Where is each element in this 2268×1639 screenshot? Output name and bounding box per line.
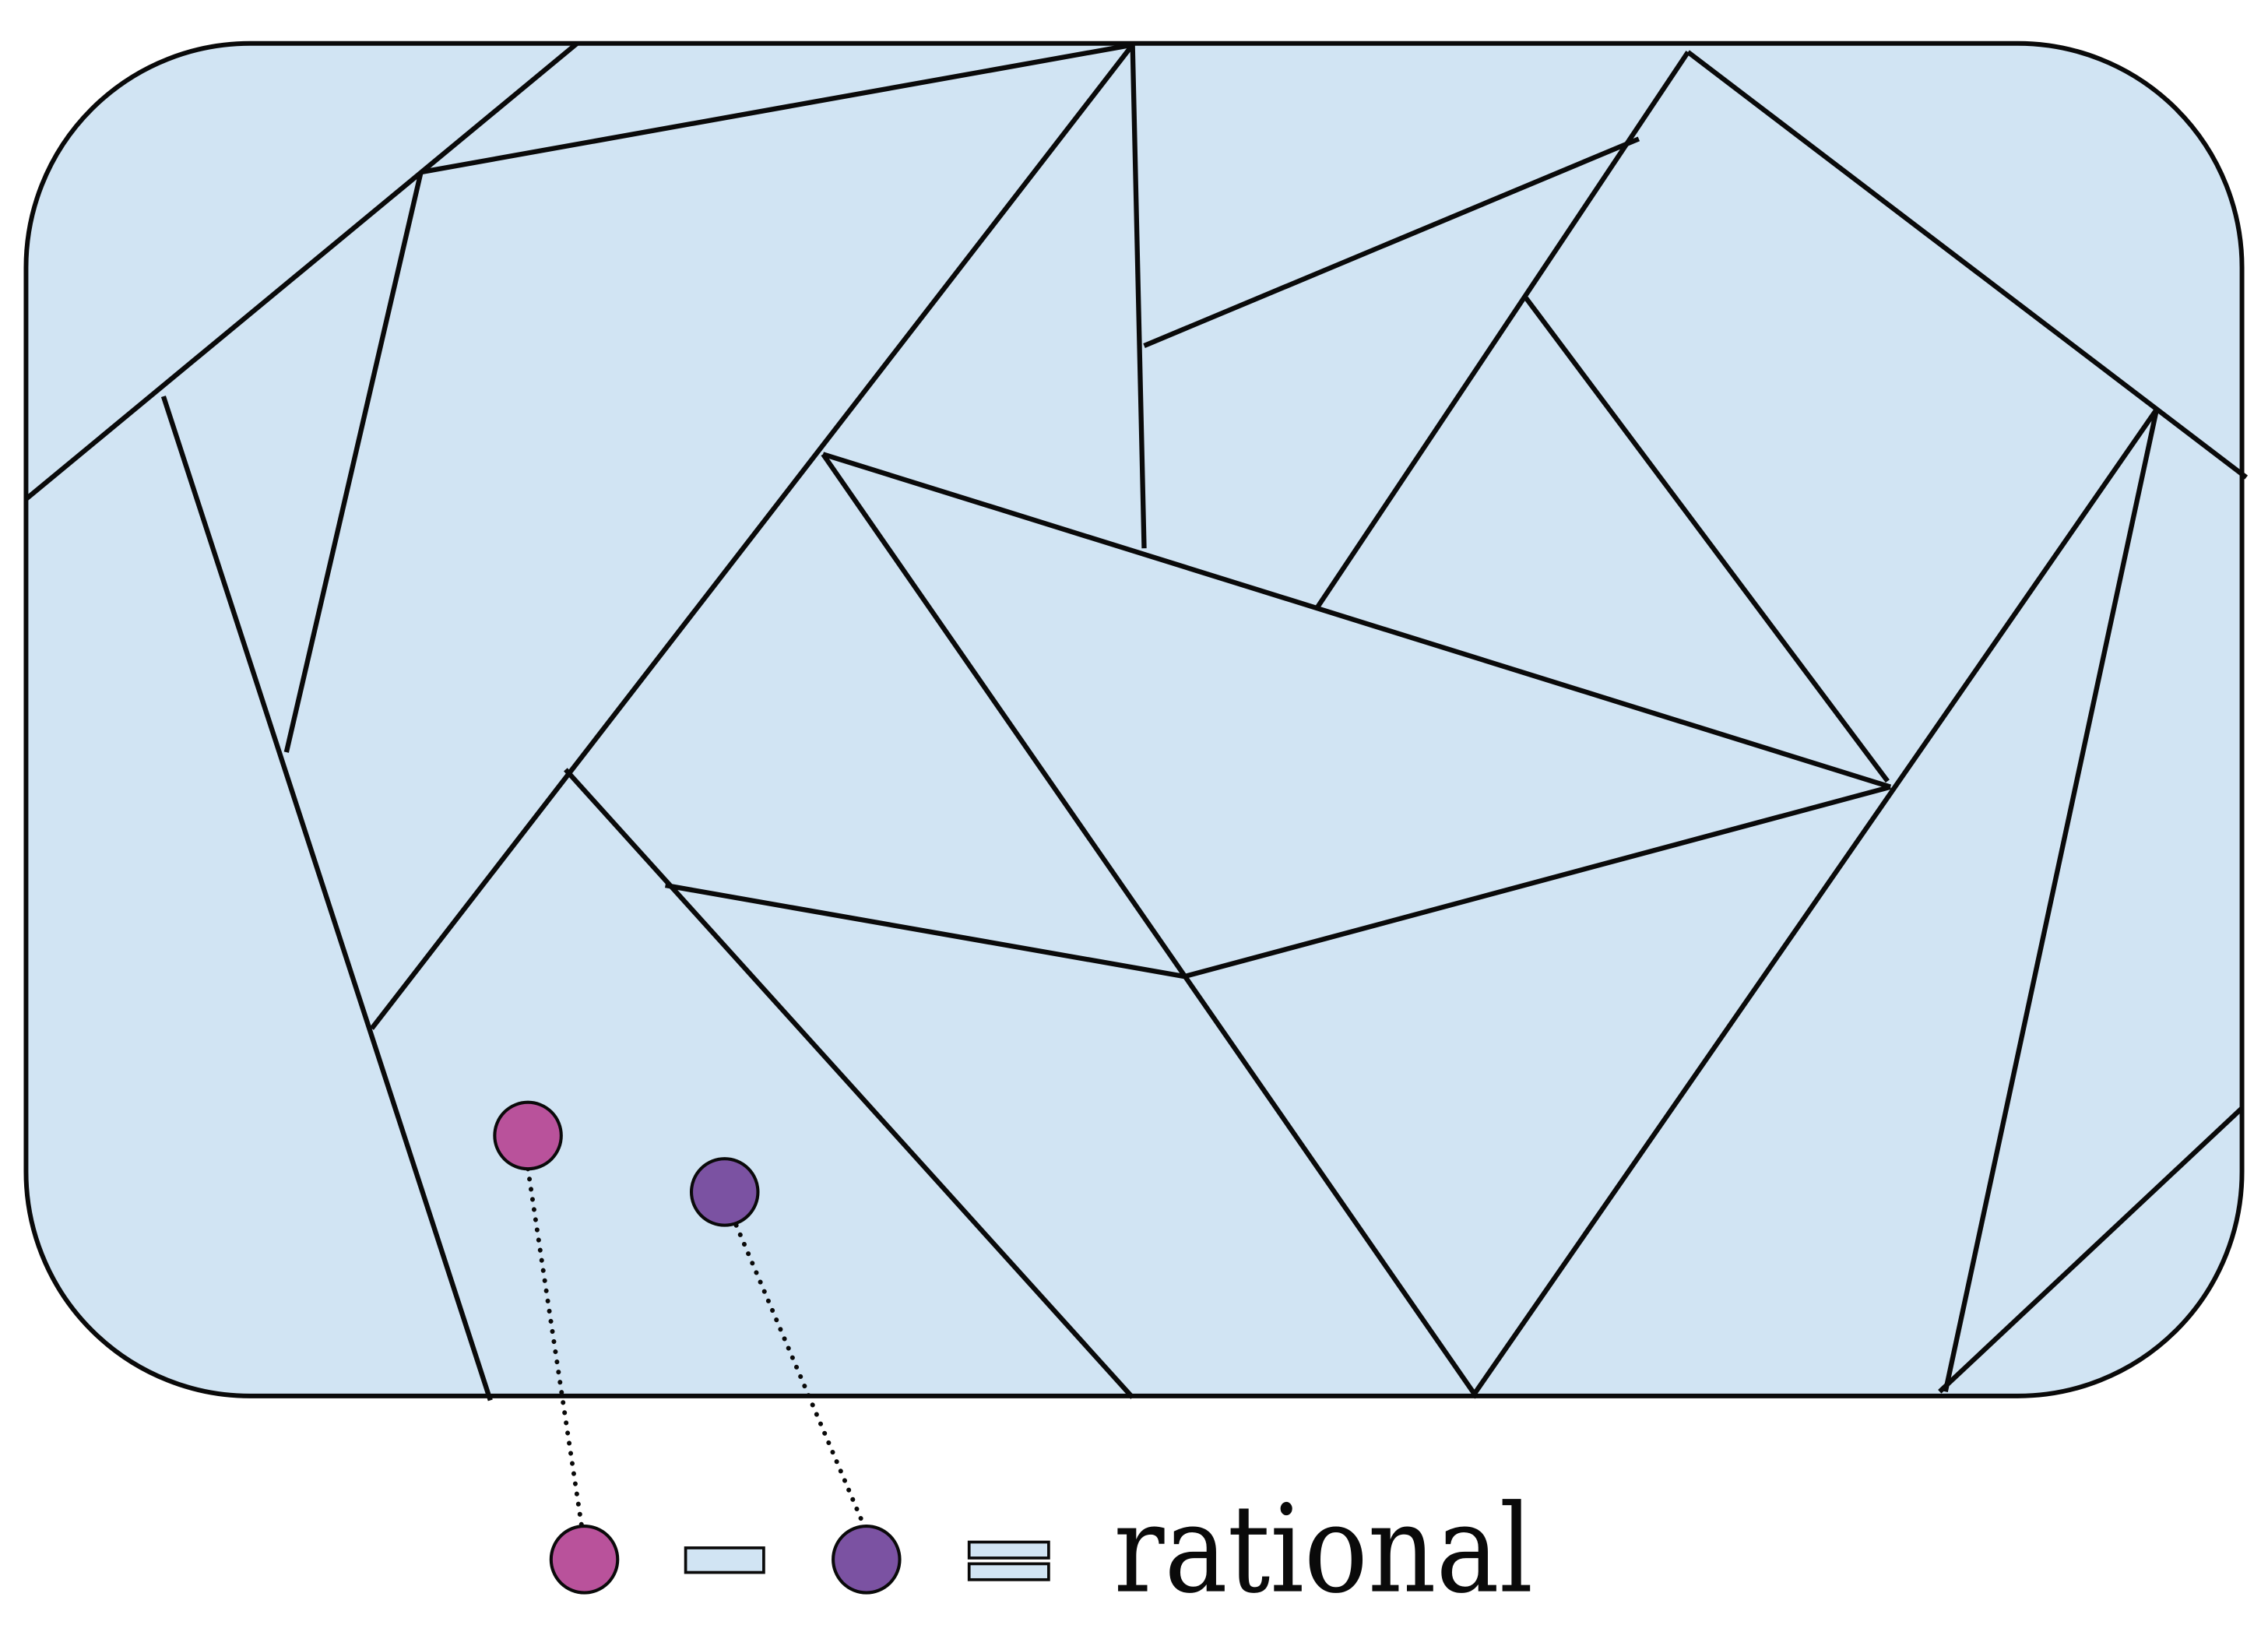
line-segment bbox=[1943, 409, 2160, 1392]
line-segment bbox=[1313, 51, 1690, 610]
line-segment bbox=[665, 882, 1186, 980]
dotted-connector bbox=[526, 1166, 584, 1528]
line-segment bbox=[420, 42, 1134, 175]
line-segment bbox=[24, 41, 579, 501]
difference-operator-icon bbox=[684, 1546, 765, 1574]
highlighted-points bbox=[493, 1100, 760, 1227]
purple-point-icon bbox=[832, 1525, 902, 1595]
line-segment bbox=[1143, 136, 1640, 348]
equals-bar-bottom-icon bbox=[967, 1562, 1050, 1581]
dotted-connector bbox=[733, 1222, 867, 1528]
pink-point bbox=[493, 1100, 563, 1171]
line-segment bbox=[1938, 1106, 2244, 1394]
line-segment bbox=[1472, 407, 2159, 1396]
purple-point bbox=[689, 1157, 760, 1227]
line-segment bbox=[1183, 784, 1891, 980]
equation-legend: rational bbox=[549, 1479, 1533, 1620]
result-label: rational bbox=[1113, 1479, 1533, 1620]
line-segment bbox=[1524, 296, 1890, 783]
line-segment bbox=[822, 452, 1892, 790]
line-segment bbox=[564, 768, 1134, 1399]
line-arrangement bbox=[24, 41, 2249, 1402]
line-segment bbox=[1130, 44, 1147, 549]
pink-point-icon bbox=[549, 1525, 620, 1595]
line-segment bbox=[160, 396, 493, 1402]
line-segment bbox=[821, 452, 1479, 1399]
line-segment bbox=[369, 43, 1135, 1030]
dotted-connectors bbox=[526, 1166, 867, 1528]
line-segment bbox=[1686, 50, 2249, 480]
plane-region bbox=[23, 40, 2245, 1398]
equals-bar-top-icon bbox=[967, 1540, 1050, 1560]
line-segment bbox=[283, 171, 424, 753]
